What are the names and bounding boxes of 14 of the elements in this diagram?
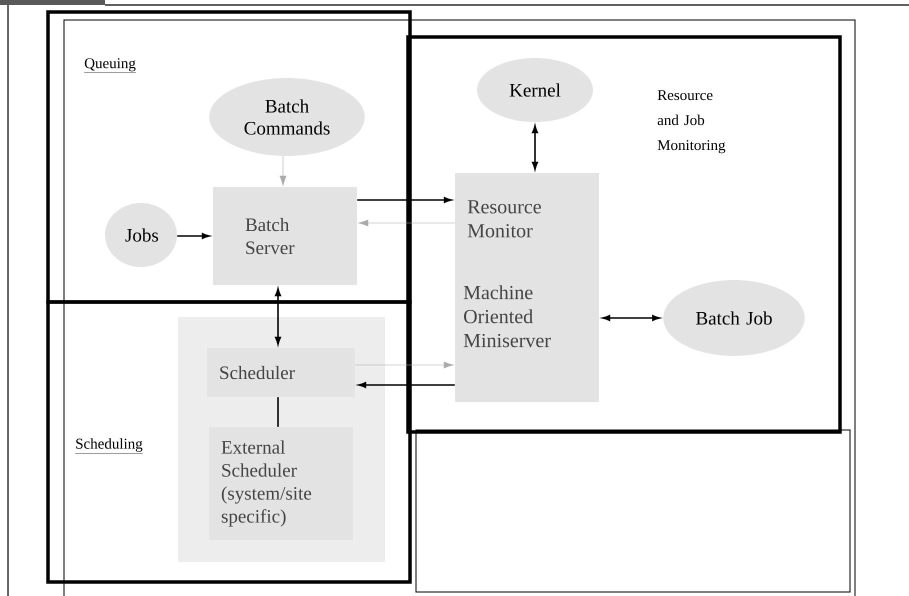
process-box: External Scheduler (system/site specific) [209,427,353,540]
arrow [358,220,456,226]
process-box: Batch Server [213,187,357,285]
arrow [532,125,538,170]
empty-box [416,430,850,592]
arrow [177,232,210,239]
arrow [358,382,455,388]
arrow [280,156,286,186]
process-box: Scheduler [207,348,355,397]
arrow [354,362,454,368]
arrow [602,314,660,321]
arrow [275,288,282,345]
process-box: Resource Monitor Machine Oriented Miniserver [455,173,599,402]
arrow [357,196,452,204]
